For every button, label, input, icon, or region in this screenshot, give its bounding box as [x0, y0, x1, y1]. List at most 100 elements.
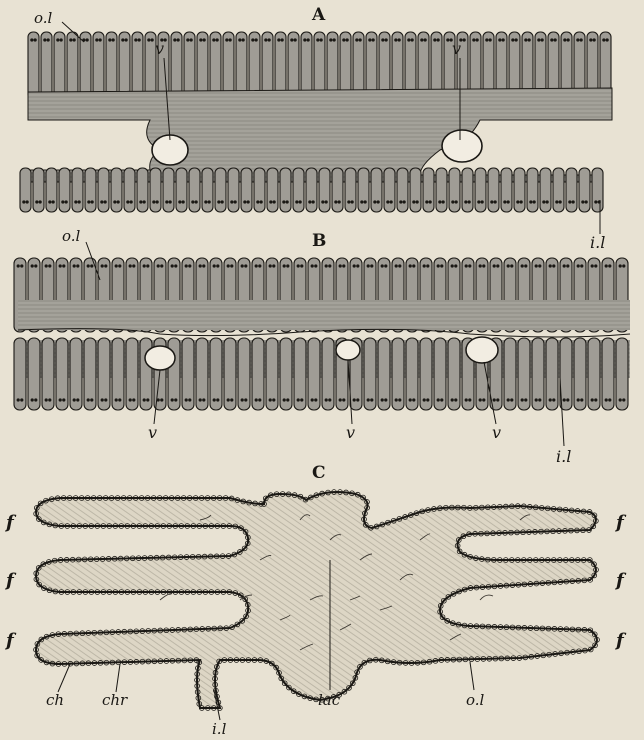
inner-cell	[202, 168, 213, 212]
panel-a-vessel-right	[442, 130, 482, 162]
nucleus	[227, 398, 230, 401]
nucleus	[454, 398, 457, 401]
nucleus	[373, 200, 376, 203]
nucleus	[190, 38, 193, 41]
nucleus	[395, 264, 398, 267]
nucleus	[216, 398, 219, 401]
nucleus	[247, 200, 250, 203]
panel-c-label-chr: chr	[102, 691, 128, 709]
nucleus	[559, 200, 562, 203]
nucleus	[87, 200, 90, 203]
nucleus	[541, 38, 544, 41]
nucleus	[572, 200, 575, 203]
nucleus	[320, 38, 323, 41]
nucleus	[423, 264, 426, 267]
nucleus	[182, 200, 185, 203]
panel-b-label-v-1: v	[148, 423, 157, 442]
nucleus	[360, 200, 363, 203]
nucleus	[86, 38, 89, 41]
nucleus	[256, 200, 259, 203]
nucleus	[479, 264, 482, 267]
nucleus	[299, 200, 302, 203]
nucleus	[104, 264, 107, 267]
inner-cell	[378, 338, 390, 410]
nucleus	[555, 200, 558, 203]
panel-b-vessel-2	[336, 340, 360, 360]
nucleus	[516, 200, 519, 203]
nucleus	[143, 398, 146, 401]
panel-a-label-ol: o.l	[34, 9, 53, 27]
nucleus	[524, 38, 527, 41]
nucleus	[251, 38, 254, 41]
inner-cell	[266, 338, 278, 410]
nucleus	[283, 398, 286, 401]
nucleus	[283, 264, 286, 267]
inner-cell	[59, 168, 70, 212]
nucleus	[496, 264, 499, 267]
nucleus	[521, 398, 524, 401]
nucleus	[511, 38, 514, 41]
nucleus	[520, 200, 523, 203]
nucleus	[185, 398, 188, 401]
panel-b-label-ol: o.l	[62, 227, 81, 245]
panel-c-label-f-right-2: f	[614, 570, 627, 591]
nucleus	[300, 264, 303, 267]
inner-cell	[462, 168, 473, 212]
panel-a-letter: A	[311, 5, 326, 25]
nucleus	[398, 398, 401, 401]
fibre	[480, 595, 493, 600]
nucleus	[90, 264, 93, 267]
nucleus	[30, 38, 33, 41]
nucleus	[314, 264, 317, 267]
nucleus	[577, 398, 580, 401]
nucleus	[255, 38, 258, 41]
nucleus	[451, 200, 454, 203]
nucleus	[411, 38, 414, 41]
nucleus	[321, 200, 324, 203]
nucleus	[325, 200, 328, 203]
panel-a-inner-cell-row	[20, 168, 603, 212]
outer-cell	[28, 32, 39, 100]
nucleus	[437, 38, 440, 41]
nucleus	[524, 264, 527, 267]
inner-cell	[560, 338, 572, 410]
nucleus	[347, 200, 350, 203]
nucleus	[108, 38, 111, 41]
nucleus	[117, 200, 120, 203]
nucleus	[35, 200, 38, 203]
nucleus	[255, 398, 258, 401]
nucleus	[581, 200, 584, 203]
nucleus	[138, 38, 141, 41]
panel-b: B o.l v v v i.l	[14, 227, 630, 466]
nucleus	[78, 200, 81, 203]
nucleus	[554, 38, 557, 41]
nucleus	[143, 200, 146, 203]
inner-cell	[210, 338, 222, 410]
inner-cell	[308, 338, 320, 410]
nucleus	[241, 398, 244, 401]
nucleus	[174, 398, 177, 401]
nucleus	[591, 264, 594, 267]
inner-cell	[280, 338, 292, 410]
panel-c-label-lac: lac	[318, 691, 341, 709]
nucleus	[62, 398, 65, 401]
nucleus	[165, 200, 168, 203]
nucleus	[221, 200, 224, 203]
inner-cell	[267, 168, 278, 212]
nucleus	[608, 264, 611, 267]
nucleus	[454, 264, 457, 267]
outer-cell	[249, 32, 260, 100]
nucleus	[398, 38, 401, 41]
nucleus	[286, 398, 289, 401]
nucleus	[134, 38, 137, 41]
nucleus	[370, 398, 373, 401]
nucleus	[619, 398, 622, 401]
nucleus	[125, 38, 128, 41]
nucleus	[216, 38, 219, 41]
nucleus	[355, 38, 358, 41]
inner-cell	[392, 338, 404, 410]
nucleus	[45, 398, 48, 401]
inner-cell	[527, 168, 538, 212]
nucleus	[129, 264, 132, 267]
